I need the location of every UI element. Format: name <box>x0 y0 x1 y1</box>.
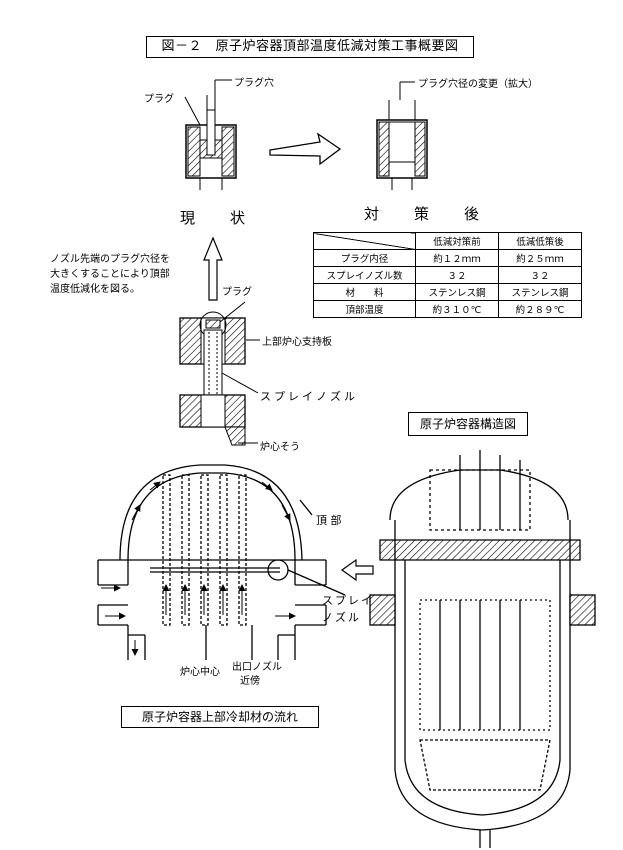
note-line: 大きくすることにより頂部 <box>50 269 170 280</box>
core-barrel-label: 炉心そう <box>260 442 300 453</box>
table-cell: スプレイノズル数 <box>313 266 416 284</box>
table-cell: ３２ <box>415 266 499 284</box>
current-label: 現 状 <box>180 209 256 227</box>
plug-label-2: プラグ <box>222 287 252 298</box>
table-header-cell: 低減対策前 <box>415 232 499 250</box>
outlet-nozzle-line: 出口ノズル <box>232 662 282 673</box>
spray-nozzle-split-line: スプレイ <box>322 594 374 607</box>
plug-after-drawing <box>376 81 428 190</box>
plug-hole-change-label: プラグ穴径の変更（拡大） <box>418 79 538 90</box>
figure-title: 図－２ 原子炉容器頂部温度低減対策工事概要図 <box>146 36 474 58</box>
table-cell: 材 料 <box>313 283 416 301</box>
outlet-nozzle-label: 出口ノズル 近傍 <box>232 661 282 689</box>
table-cell: 約１２ｍｍ <box>415 249 499 267</box>
table-row: スプレイノズル数 ３２ ３２ <box>313 266 582 284</box>
table-cell: 約２５ｍｍ <box>498 249 582 267</box>
spray-nozzle-split-line: ノズル <box>322 611 361 624</box>
table-cell: ステンレス鋼 <box>498 283 582 301</box>
core-center-label: 炉心中心 <box>180 667 220 678</box>
after-label: 対 策 後 <box>364 205 490 223</box>
table-header-cell: 低減低策後 <box>498 232 582 250</box>
coolant-flow-title: 原子炉容器上部冷却材の流れ <box>121 706 319 728</box>
table-cell: ３２ <box>498 266 582 284</box>
table-header-row: 低減対策前 低減低策後 <box>313 232 582 250</box>
table-row: 材 料 ステンレス鋼 ステンレス鋼 <box>313 283 582 301</box>
reactor-vessel-drawing <box>369 450 596 848</box>
spray-nozzle-assembly <box>179 301 260 446</box>
note-line: ノズル先端のプラグ穴径を <box>50 254 170 265</box>
note-text: ノズル先端のプラグ穴径を 大きくすることにより頂部 温度低減化を図る。 <box>50 252 170 297</box>
spray-nozzle-label: スプレイノズル <box>260 390 358 403</box>
table-cell: 約２８９℃ <box>498 300 582 318</box>
coolant-flow-schematic <box>97 464 346 660</box>
note-line: 温度低減化を図る。 <box>50 284 140 295</box>
plug-hole-label: プラグ穴 <box>234 78 274 89</box>
comparison-table: 低減対策前 低減低策後 プラグ内径 約１２ｍｍ 約２５ｍｍ スプレイノズル数 ３… <box>313 232 582 318</box>
vessel-structure-title: 原子炉容器構造図 <box>408 412 528 436</box>
table-header-cell <box>313 232 416 250</box>
table-row: プラグ内径 約１２ｍｍ 約２５ｍｍ <box>313 249 582 267</box>
top-label: 頂 部 <box>316 514 342 527</box>
table-cell: プラグ内径 <box>313 249 416 267</box>
table-cell: 頂部温度 <box>313 300 416 318</box>
upper-core-support-plate-label: 上部炉心支持板 <box>262 337 332 348</box>
spray-nozzle-split-label: スプレイ ノズル <box>322 592 374 626</box>
outlet-nozzle-line: 近傍 <box>240 676 260 687</box>
plug-current-drawing <box>184 79 237 190</box>
table-row: 頂部温度 約３１０℃ 約２８９℃ <box>313 300 582 318</box>
plug-label: プラグ <box>144 94 174 105</box>
table-cell: 約３１０℃ <box>415 300 499 318</box>
table-cell: ステンレス鋼 <box>415 283 499 301</box>
